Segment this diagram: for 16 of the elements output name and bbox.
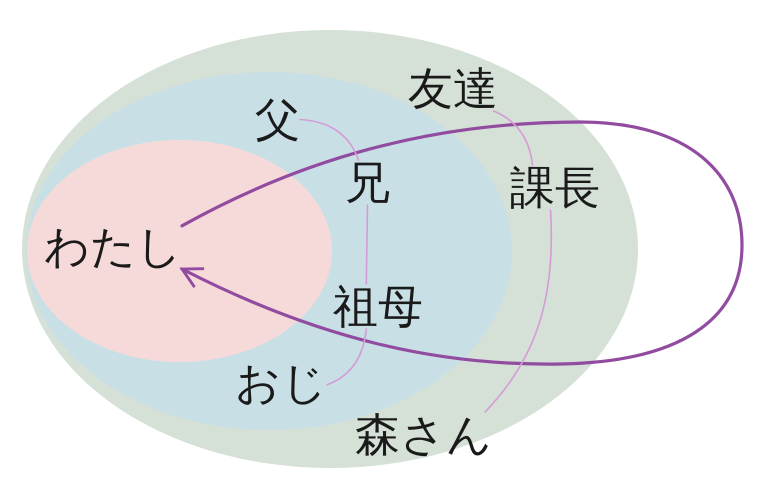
loop-arrow [180,120,744,366]
connector-line [326,328,368,386]
word-label: 父 [255,97,300,142]
word-label: 課長 [510,165,600,210]
outer-ellipse [22,30,638,468]
connector-line [366,204,368,285]
connector-line [299,118,360,161]
word-label: おじ [235,360,327,405]
word-label: 友達 [408,66,498,111]
word-label: 祖母 [333,284,423,329]
connector-line [484,209,552,413]
word-label: 兄 [345,160,390,205]
inner-ellipse [27,140,332,362]
word-label: 森さん [355,412,492,457]
word-label: わたし [44,224,182,269]
connector-line [492,110,534,166]
